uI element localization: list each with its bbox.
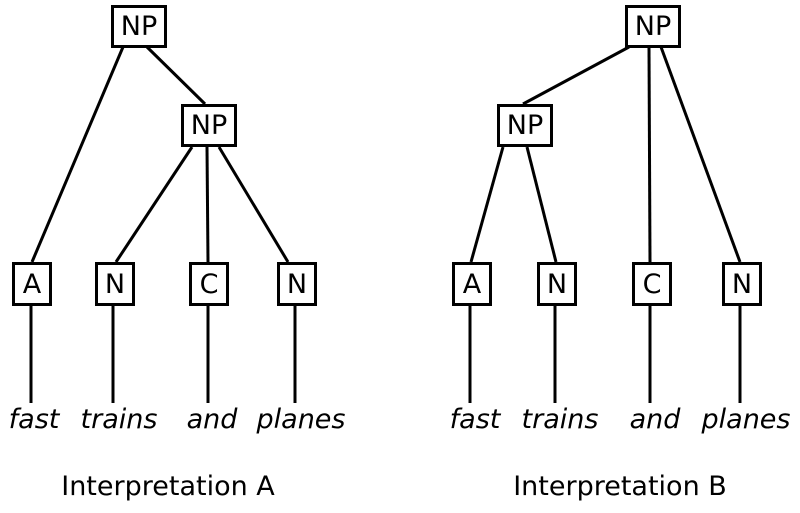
edge-a-innernp-to-n2 <box>217 146 290 263</box>
edge-a-innernp-to-n1 <box>114 146 194 263</box>
tree-b-leaf-box-a: A <box>452 262 492 306</box>
tree-a-leaf-box-c: C <box>189 262 229 306</box>
tree-b-leaf-box-c: C <box>632 262 672 306</box>
tree-a-leaf-box-n1: N <box>95 262 135 306</box>
tree-b-inner-np-box: NP <box>497 104 553 147</box>
tree-b-leaf-box-n1: N <box>537 262 577 306</box>
edge-b-innernp-to-n1 <box>525 146 558 263</box>
caption-interpretation-a: Interpretation A <box>61 471 275 502</box>
tree-a-word-trains: trains <box>80 404 158 435</box>
tree-b-word-planes: planes <box>701 404 791 435</box>
tree-a-word-and: and <box>186 404 238 435</box>
edge-b-root-to-innernp <box>522 45 630 106</box>
edge-b-root-to-c <box>647 46 652 263</box>
edge-a-root-to-innernp <box>145 45 207 106</box>
tree-b-root-np-box: NP <box>625 5 681 48</box>
tree-a-leaf-box-n2: N <box>277 262 317 306</box>
tree-a-leaf-box-a: A <box>12 262 52 306</box>
tree-b-word-and: and <box>629 404 681 435</box>
caption-interpretation-b: Interpretation B <box>513 471 727 502</box>
tree-a-root-np-box: NP <box>111 5 167 48</box>
tree-b-word-trains: trains <box>521 404 599 435</box>
tree-a-word-fast: fast <box>8 404 60 435</box>
edge-b-root-to-n2 <box>659 46 742 263</box>
tree-b-leaf-box-n2: N <box>722 262 762 306</box>
edge-a-innernp-to-c <box>205 146 210 263</box>
tree-a-inner-np-box: NP <box>181 104 237 147</box>
tree-b-word-fast: fast <box>449 404 501 435</box>
edge-b-innernp-to-a <box>469 146 505 263</box>
tree-a-word-planes: planes <box>256 404 346 435</box>
edge-a-root-to-a <box>30 46 125 263</box>
